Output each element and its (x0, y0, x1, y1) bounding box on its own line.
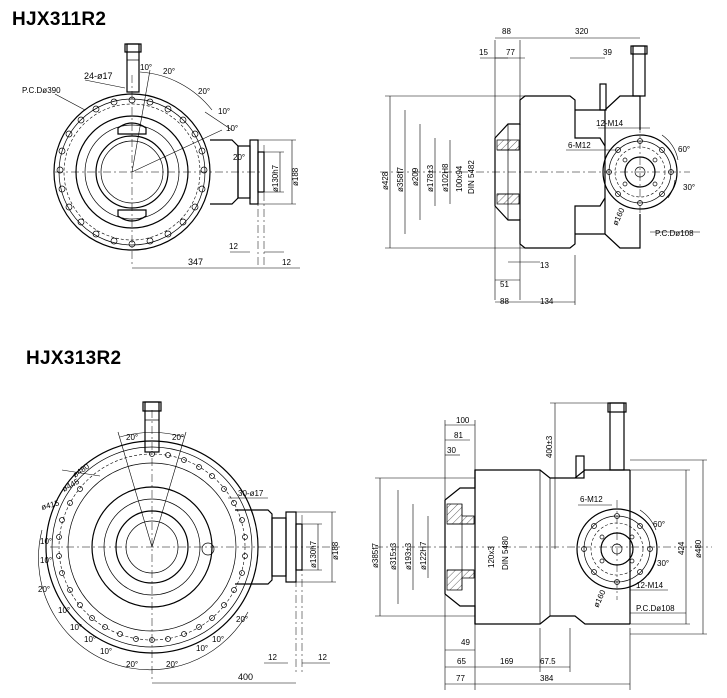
bottom-front-holes: 30-ø17 (238, 489, 264, 498)
bottom-front-angle-bottom-0: 20° (126, 660, 138, 669)
top-side-pcd108: P.C.Dø108 (655, 229, 694, 238)
bottom-front-view (38, 401, 340, 684)
top-side-dia-178: ø178±3 (426, 164, 435, 192)
top-side-din: DIN 5482 (467, 160, 476, 194)
bottom-front-dia-415: ø415 (40, 498, 60, 512)
bottom-front-angle-bottom-3: 10° (212, 635, 224, 644)
top-front-angle-b: 20° (163, 67, 175, 76)
bottom-front-angle-left-2: 20° (38, 585, 50, 594)
top-front-dim-12a: 12 (229, 242, 238, 251)
bottom-side-dim-81: 81 (454, 431, 463, 440)
top-side-dia-160: ø160 (611, 206, 627, 227)
bottom-side-m12: 6-M12 (580, 495, 603, 504)
bottom-front-angle-left-6: 10° (100, 647, 112, 656)
bottom-side-dim-77: 77 (456, 674, 465, 683)
bottom-front-dim-400: 400 (238, 672, 253, 682)
top-front-holes-label: 24-ø17 (84, 71, 113, 81)
bottom-side-pcd108: P.C.Dø108 (636, 604, 675, 613)
bottom-front-angle-left-5: 10° (84, 635, 96, 644)
bottom-side-dia-122: ø122H7 (419, 541, 428, 570)
bottom-front-dia-480: ø480 (71, 461, 92, 479)
top-drawing-title: HJX311R2 (12, 9, 107, 30)
top-side-dia-428: ø428 (381, 171, 390, 190)
top-front-angle-c: 20° (198, 87, 210, 96)
top-front-dim-12b: 12 (282, 258, 291, 267)
top-side-dim-13: 13 (540, 261, 549, 270)
bottom-side-angle-60: 60° (653, 520, 665, 529)
bottom-side-dim-65: 65 (457, 657, 466, 666)
bottom-side-dim-49: 49 (461, 638, 470, 647)
bottom-front-dim-12b: 12 (318, 653, 327, 662)
top-front-pcd-label: P.C.Dø390 (22, 86, 61, 95)
bottom-front-angle-left-3: 10° (58, 606, 70, 615)
top-side-spline: 100x94 (455, 165, 464, 192)
top-side-dim-39: 39 (603, 48, 612, 57)
top-side-dim-134: 134 (540, 297, 554, 306)
bottom-side-dim-400: 400±3 (545, 435, 554, 458)
bottom-side-dim-169: 169 (500, 657, 514, 666)
bottom-front-angle-20a: 20° (126, 433, 138, 442)
top-side-m12: 6-M12 (568, 141, 591, 150)
top-front-angle-a: 10° (140, 63, 152, 72)
top-front-angle-d: 10° (218, 107, 230, 116)
bottom-side-dim-424: 424 (677, 541, 686, 555)
bottom-side-dia-315: ø315±3 (389, 542, 398, 570)
top-front-dia-188: ø188 (291, 167, 300, 186)
top-front-angle-e: 10° (226, 124, 238, 133)
top-side-dim-88: 88 (502, 27, 511, 36)
bottom-side-view (375, 402, 712, 690)
top-front-view (53, 43, 300, 269)
bottom-side-dim-675: 67.5 (540, 657, 556, 666)
bottom-side-din: DIN 5480 (501, 536, 510, 570)
top-side-dia-358: ø358f7 (396, 167, 405, 192)
top-side-dim-51: 51 (500, 280, 509, 289)
top-side-angle-30: 30° (683, 183, 695, 192)
top-side-dim-15: 15 (479, 48, 488, 57)
top-side-dim-88b: 88 (500, 297, 509, 306)
bottom-front-angle-20b: 20° (172, 433, 184, 442)
top-side-dim-320: 320 (575, 27, 589, 36)
bottom-drawing-title: HJX313R2 (26, 348, 122, 369)
bottom-side-spline: 120x3 (487, 546, 496, 568)
bottom-side-angle-30: 30° (657, 559, 669, 568)
bottom-side-dim-100: 100 (456, 416, 470, 425)
bottom-side-dia-160: ø160 (592, 588, 608, 609)
top-side-dim-77: 77 (506, 48, 515, 57)
bottom-front-dim-12a: 12 (268, 653, 277, 662)
bottom-front-dia-188: ø188 (331, 541, 340, 560)
top-side-angle-60: 60° (678, 145, 690, 154)
bottom-side-dia-193: ø193±3 (404, 542, 413, 570)
bottom-front-angle-left-1: 10° (40, 556, 52, 565)
top-front-dim-347: 347 (188, 257, 203, 267)
top-side-dia-102: ø102H8 (441, 163, 450, 192)
bottom-side-dia-480: ø480 (694, 539, 703, 558)
bottom-front-dia-130: ø130h7 (309, 540, 318, 568)
bottom-side-m14: 12-M14 (636, 581, 664, 590)
bottom-front-angle-bottom-4: 20° (236, 615, 248, 624)
bottom-front-angle-bottom-1: 20° (166, 660, 178, 669)
bottom-front-angle-left-0: 10° (40, 537, 52, 546)
bottom-side-dia-385: ø385f7 (371, 543, 380, 568)
top-side-m14: 12-M14 (596, 119, 624, 128)
bottom-front-angle-bottom-2: 10° (196, 644, 208, 653)
top-side-view (380, 37, 700, 305)
top-front-dia-130: ø130h7 (271, 164, 280, 192)
top-side-dia-209: ø209 (411, 167, 420, 186)
bottom-side-dim-384: 384 (540, 674, 554, 683)
bottom-side-dim-30: 30 (447, 446, 456, 455)
bottom-front-angle-left-4: 10° (70, 623, 82, 632)
top-front-angle-f: 20° (233, 153, 245, 162)
